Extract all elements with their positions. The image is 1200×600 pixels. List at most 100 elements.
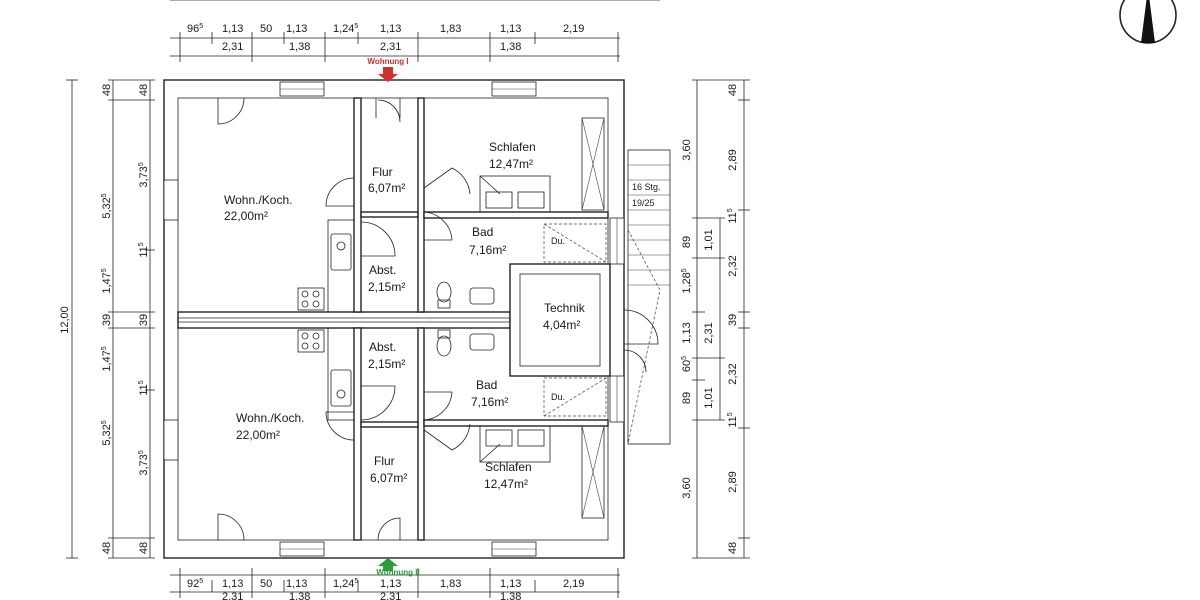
bottom-dim-113b: 1,13	[286, 578, 307, 590]
right-dim-128: 1,285	[681, 268, 693, 293]
room-area-schlafen-upper: 12,47m²	[489, 157, 533, 171]
room-area-flur-upper: 6,07m²	[368, 181, 405, 195]
top-dim-231b: 2,31	[380, 41, 401, 53]
left-dim-532-upper: 5,325	[101, 193, 113, 218]
top-dim-113c: 1,13	[380, 23, 401, 35]
windows	[279, 81, 625, 557]
arrow-up-icon	[378, 558, 398, 571]
stairs-count: 16 Stg.	[632, 182, 661, 192]
shower-label-lower: Du.	[551, 392, 565, 402]
bottom-dim-219: 2,19	[563, 578, 584, 590]
right-dim-360-upper: 3,60	[681, 139, 693, 160]
north-arrow-icon	[1119, 0, 1177, 44]
top-dim-96: 965	[187, 23, 203, 35]
building-walls	[163, 79, 625, 559]
room-area-technik: 4,04m²	[543, 318, 580, 332]
top-dim-138b: 1,38	[500, 41, 521, 53]
right-dim3-48-bottom: 48	[727, 542, 739, 554]
left-dimension-chain: 12,00 48 5,325 1,475 39 1,475 5,325 48 4…	[59, 79, 155, 559]
room-labels-technik: Technik 4,04m²	[543, 301, 586, 332]
right-dim-89-lower: 89	[681, 392, 693, 404]
right-dim2-101-lower: 1,01	[703, 387, 715, 408]
room-area-abst-lower: 2,15m²	[368, 357, 405, 371]
entrance-lower: Wohnung II	[376, 558, 420, 577]
top-dim-138a: 1,38	[289, 41, 310, 53]
entrance-lower-label: Wohnung II	[376, 568, 419, 577]
bottom-dim-231a: 2,31	[222, 591, 243, 600]
staircase: 16 Stg. 19/25	[627, 149, 671, 445]
top-dim-124: 1,245	[333, 23, 358, 35]
stairs-ratio: 19/25	[632, 198, 655, 208]
entrance-upper: Wohnung I	[367, 57, 409, 82]
right-dim3-48-top: 48	[727, 84, 739, 96]
top-dim-183: 1,83	[440, 23, 461, 35]
bottom-dim-50: 50	[260, 578, 272, 590]
room-name-abst-lower: Abst.	[369, 340, 396, 354]
fixtures	[297, 117, 607, 519]
top-dim-231a: 2,31	[222, 41, 243, 53]
room-name-flur-upper: Flur	[372, 165, 393, 179]
right-dim-113: 1,13	[681, 322, 693, 343]
left-dim-48-bottom: 48	[101, 542, 113, 554]
bottom-dim-138b: 1,38	[500, 591, 521, 600]
bottom-dim-124: 1,245	[333, 578, 358, 590]
left-dim-147-upper: 1,475	[101, 268, 113, 293]
room-area-abst-upper: 2,15m²	[368, 280, 405, 294]
right-dim-60: 605	[681, 356, 693, 372]
top-dim-50: 50	[260, 23, 272, 35]
left-dim2-48-bottom: 48	[138, 542, 150, 554]
left-dim2-373-upper: 3,735	[138, 162, 150, 187]
left-dim-147-lower: 1,475	[101, 346, 113, 371]
bottom-dim-113d: 1,13	[500, 578, 521, 590]
arrow-down-icon	[378, 67, 398, 82]
left-dim2-11-lower: 115	[138, 380, 150, 395]
right-dim3-11-lower: 115	[727, 412, 739, 427]
room-area-schlafen-lower: 12,47m²	[484, 477, 528, 491]
left-dim2-39: 39	[138, 314, 150, 326]
right-dim-360-lower: 3,60	[681, 477, 693, 498]
room-name-schlafen-upper: Schlafen	[489, 140, 536, 154]
left-dim-48-top: 48	[101, 84, 113, 96]
room-name-bad-upper: Bad	[472, 225, 493, 239]
room-area-wohn-upper: 22,00m²	[224, 209, 268, 223]
right-dim3-289-lower: 2,89	[727, 471, 739, 492]
bottom-dim-92: 925	[187, 578, 203, 590]
right-dim3-289-upper: 2,89	[727, 149, 739, 170]
top-dim-113d: 1,13	[500, 23, 521, 35]
bottom-dim-183: 1,83	[440, 578, 461, 590]
doors	[217, 97, 659, 541]
top-dim-113b: 1,13	[286, 23, 307, 35]
right-dim2-231: 2,31	[703, 322, 715, 343]
room-name-bad-lower: Bad	[476, 378, 497, 392]
top-dim-219: 2,19	[563, 23, 584, 35]
right-dim3-39: 39	[727, 314, 739, 326]
left-dim-total: 12,00	[59, 306, 71, 334]
bottom-dim-138a: 1,38	[289, 591, 310, 600]
room-name-flur-lower: Flur	[374, 454, 395, 468]
top-dimension-chain: 965 1,13 50 1,13 1,245 1,13 1,83 1,13 2,…	[170, 0, 660, 62]
left-dim2-48-top: 48	[138, 84, 150, 96]
right-dim2-101-upper: 1,01	[703, 229, 715, 250]
right-dim-89-upper: 89	[681, 236, 693, 248]
room-area-flur-lower: 6,07m²	[370, 471, 407, 485]
left-dim-39: 39	[101, 314, 113, 326]
room-name-technik: Technik	[544, 301, 586, 315]
room-name-schlafen-lower: Schlafen	[485, 460, 532, 474]
right-dim3-11-upper: 115	[727, 208, 739, 223]
bottom-dim-231b: 2,31	[380, 591, 401, 600]
shower-label-upper: Du.	[551, 236, 565, 246]
room-labels-lower: Wohn./Koch. 22,00m² Flur 6,07m² Abst. 2,…	[236, 340, 565, 491]
top-dim-113a: 1,13	[222, 23, 243, 35]
left-dim-532-lower: 5,325	[101, 420, 113, 445]
room-name-abst-upper: Abst.	[369, 263, 396, 277]
bottom-dimension-chain: 925 1,13 50 1,13 1,245 1,13 1,83 1,13 2,…	[170, 568, 620, 600]
right-dim3-232-lower: 2,32	[727, 363, 739, 384]
room-area-bad-upper: 7,16m²	[469, 243, 506, 257]
right-dim3-232-upper: 2,32	[727, 255, 739, 276]
left-dim2-373-lower: 3,735	[138, 450, 150, 475]
room-area-wohn-lower: 22,00m²	[236, 428, 280, 442]
bottom-dim-113c: 1,13	[380, 578, 401, 590]
room-name-wohn-upper: Wohn./Koch.	[224, 193, 292, 207]
room-labels-upper: Wohn./Koch. 22,00m² Flur 6,07m² Abst. 2,…	[224, 140, 565, 294]
